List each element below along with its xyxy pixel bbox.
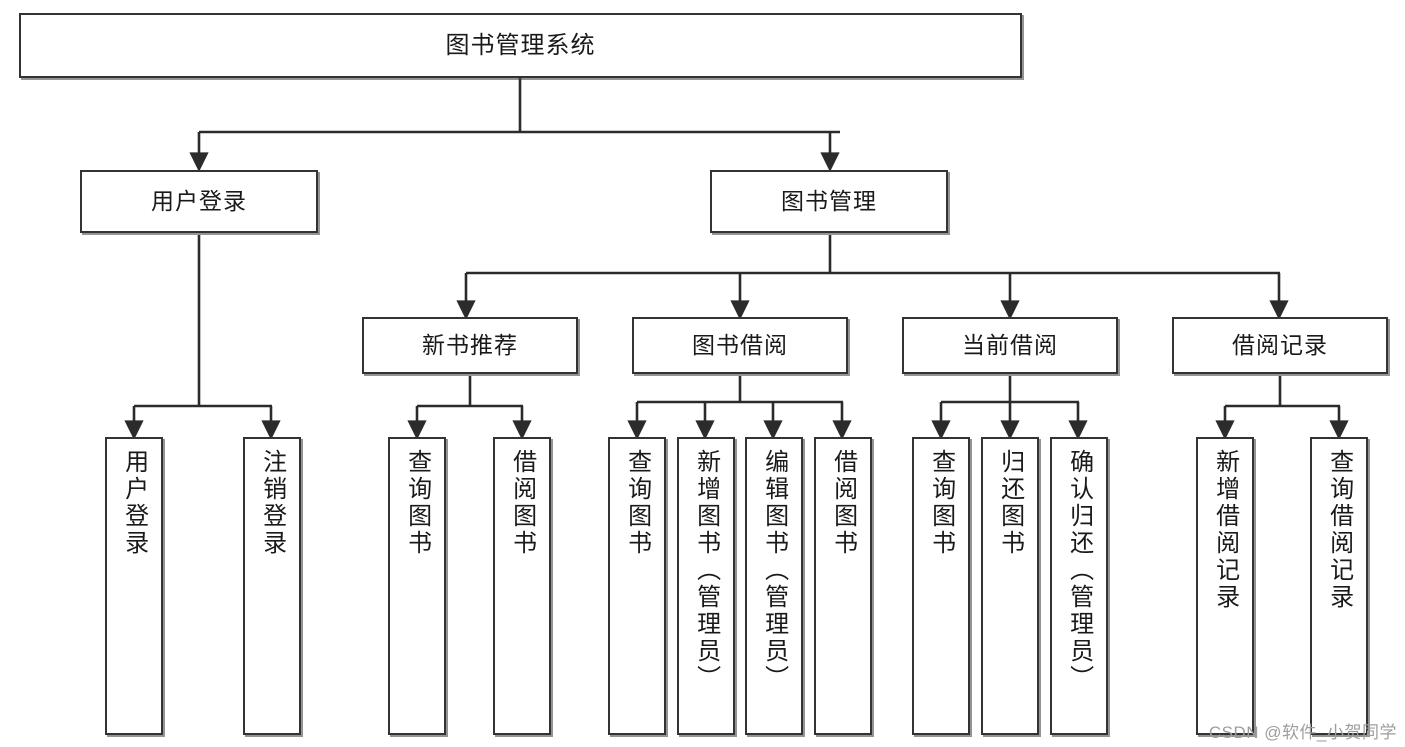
node-new-book-recommend[interactable]: 新书推荐 (362, 317, 578, 374)
node-user-login[interactable]: 用户登录 (80, 170, 318, 233)
node-label: 注销登录 (258, 449, 286, 557)
leaf-book-borrow-edit-book-admin[interactable]: 编辑图书（管理员） (745, 437, 803, 735)
node-label: 新增图书（管理员） (692, 449, 720, 692)
leaf-current-borrow-return-book[interactable]: 归还图书 (981, 437, 1039, 735)
node-label: 借阅图书 (829, 449, 857, 557)
node-label: 图书借阅 (692, 332, 788, 359)
node-label: 新书推荐 (422, 332, 518, 359)
leaf-book-borrow-add-book-admin[interactable]: 新增图书（管理员） (677, 437, 735, 735)
leaf-book-borrow-borrow-book[interactable]: 借阅图书 (814, 437, 872, 735)
node-root-system[interactable]: 图书管理系统 (19, 13, 1022, 78)
node-book-management[interactable]: 图书管理 (710, 170, 948, 233)
node-label: 查询图书 (623, 449, 651, 557)
node-label: 确认归还（管理员） (1065, 449, 1093, 692)
node-label: 查询借阅记录 (1325, 449, 1353, 611)
leaf-user-login-signout[interactable]: 注销登录 (243, 437, 301, 735)
leaf-new-books-borrow-book[interactable]: 借阅图书 (493, 437, 551, 735)
node-label: 借阅记录 (1232, 332, 1328, 359)
leaf-borrow-records-query-record[interactable]: 查询借阅记录 (1310, 437, 1368, 735)
node-label: 查询图书 (403, 449, 431, 557)
node-label: 用户登录 (120, 449, 148, 557)
leaf-current-borrow-confirm-return-admin[interactable]: 确认归还（管理员） (1050, 437, 1108, 735)
node-label: 当前借阅 (962, 332, 1058, 359)
node-label: 用户登录 (151, 188, 247, 215)
node-label: 图书管理 (781, 188, 877, 215)
node-label: 新增借阅记录 (1211, 449, 1239, 611)
leaf-borrow-records-add-record[interactable]: 新增借阅记录 (1196, 437, 1254, 735)
leaf-new-books-query-book[interactable]: 查询图书 (388, 437, 446, 735)
node-label: 编辑图书（管理员） (760, 449, 788, 692)
node-label: 归还图书 (996, 449, 1024, 557)
leaf-current-borrow-query-book[interactable]: 查询图书 (912, 437, 970, 735)
node-book-borrow[interactable]: 图书借阅 (632, 317, 848, 374)
node-label: 图书管理系统 (445, 31, 596, 59)
node-borrow-records[interactable]: 借阅记录 (1172, 317, 1388, 374)
leaf-user-login-signin[interactable]: 用户登录 (105, 437, 163, 735)
leaf-book-borrow-query-book[interactable]: 查询图书 (608, 437, 666, 735)
node-current-borrow[interactable]: 当前借阅 (902, 317, 1118, 374)
node-label: 借阅图书 (508, 449, 536, 557)
node-label: 查询图书 (927, 449, 955, 557)
csdn-watermark: CSDN @软件_小贺同学 (1208, 723, 1397, 742)
